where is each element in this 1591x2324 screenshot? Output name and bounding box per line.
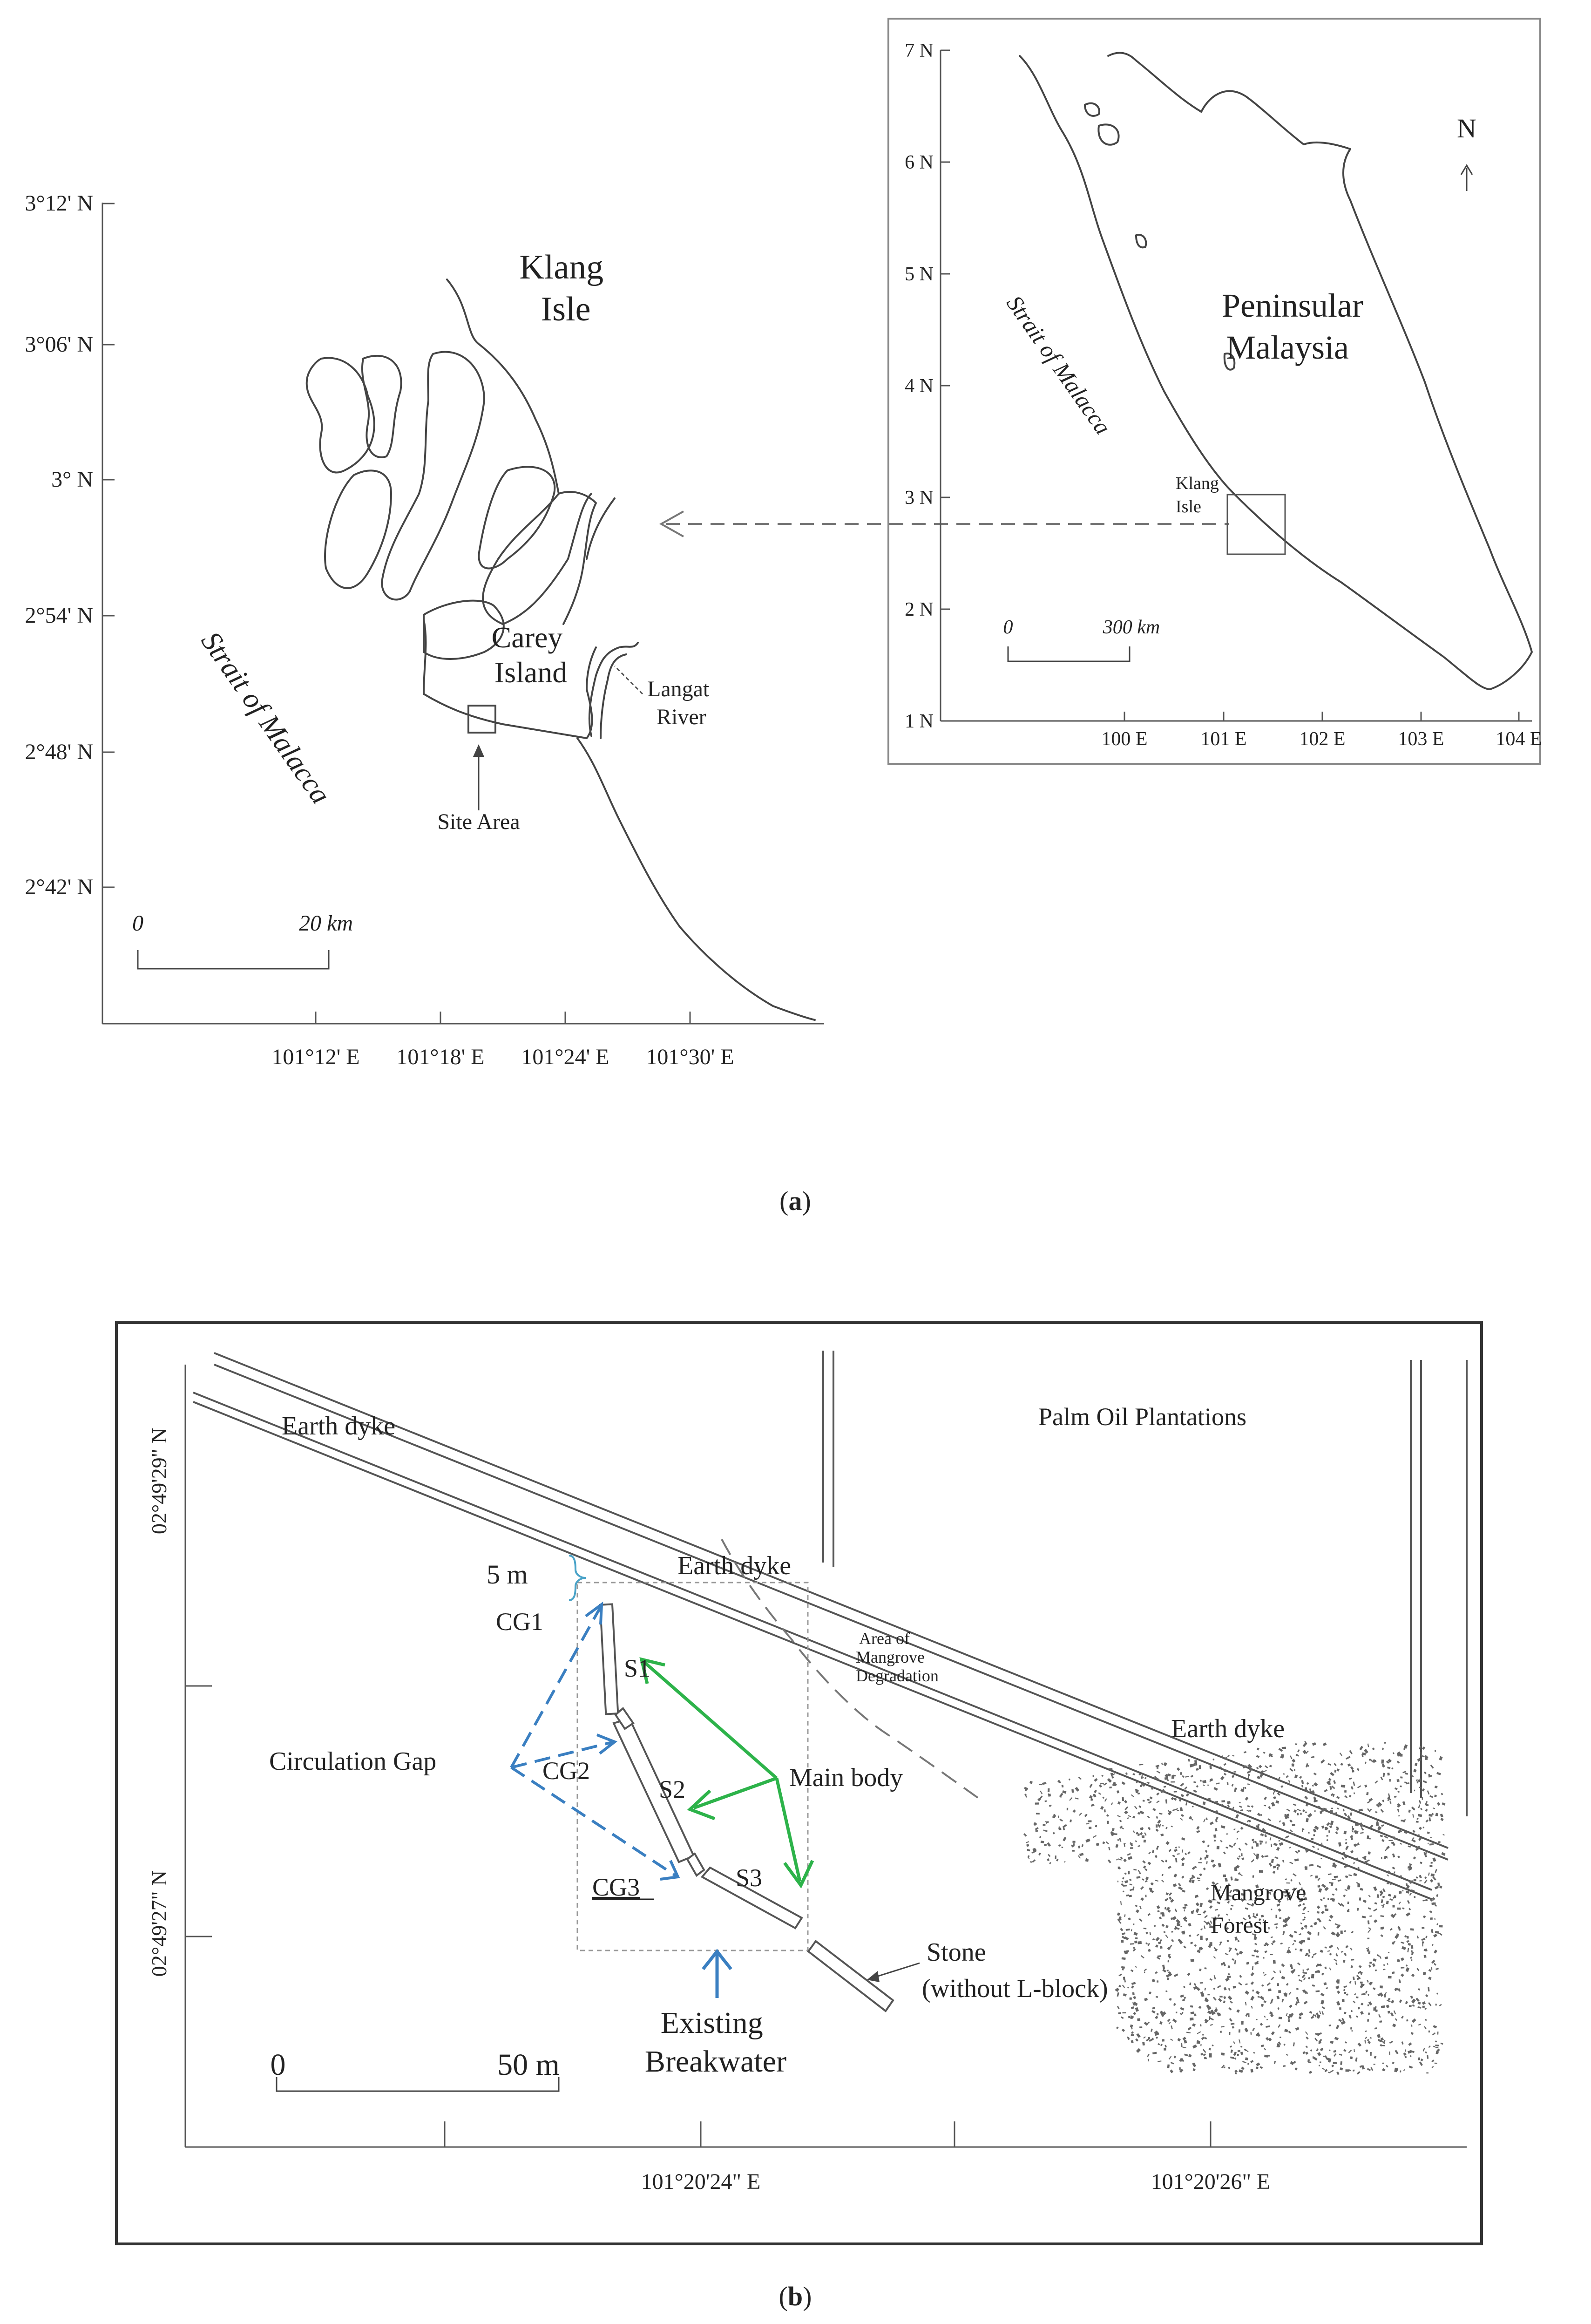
inset-country-label: Peninsular Malaysia <box>1222 287 1372 366</box>
caption-a: (a) <box>779 1186 811 1216</box>
earth-dyke-label-3: Earth dyke <box>1171 1714 1285 1743</box>
lat-tick-label: 2°42' N <box>25 875 93 899</box>
stone-segment <box>807 1940 894 2012</box>
earth-dyke-label-1: Earth dyke <box>282 1412 395 1441</box>
cg1-label: CG1 <box>496 1608 543 1636</box>
svg-text:5 N: 5 N <box>905 264 934 285</box>
site-lon-tick-label: 101°20'24" E <box>641 2169 761 2194</box>
main-body-arrows <box>639 1657 814 1889</box>
segment-s1 <box>599 1603 619 1715</box>
s2-label: S2 <box>659 1775 685 1803</box>
inset-klang-box <box>1226 494 1286 555</box>
langat-pointer <box>614 665 643 695</box>
circulation-gap-arrows <box>510 1606 677 1877</box>
cg2-label: CG2 <box>542 1757 590 1785</box>
site-area-box <box>467 705 496 734</box>
site-frame-outer <box>115 1321 1483 2245</box>
site-scale-bar: 0 50 m <box>271 2048 560 2092</box>
degradation-label: Area of Mangrove Degradation <box>856 1629 939 1685</box>
existing-breakwater-arrow <box>702 1949 732 1998</box>
circulation-gap-label: Circulation Gap <box>269 1747 436 1776</box>
main-body-label: Main body <box>789 1763 903 1792</box>
svg-text:7 N: 7 N <box>905 40 934 61</box>
width-brace <box>569 1555 586 1601</box>
lon-tick-label: 101°18' E <box>396 1045 484 1069</box>
stone-label: Stone (without L-block) <box>922 1938 1108 2003</box>
strait-of-malacca-label: Strait of Malacca <box>195 626 337 809</box>
svg-text:300 km: 300 km <box>1103 617 1160 638</box>
inset-strait-label: Strait of Malacca <box>1002 291 1117 439</box>
lat-tick-label: 3°12' N <box>25 191 93 216</box>
site-area-label: Site Area <box>437 809 520 834</box>
inset-map: 7 N 6 N 5 N 4 N 3 N 2 N 1 N 100 E 101 E … <box>887 18 1542 765</box>
lon-tick-label: 101°24' E <box>521 1045 609 1069</box>
carey-island-label: Carey Island <box>492 621 570 689</box>
site-map: 02°49'29" N 02°49'27" N 101°20'24" E 101… <box>115 1321 1483 2245</box>
peninsula-outline <box>1019 52 1533 690</box>
lon-tick-label: 101°12' E <box>271 1045 359 1069</box>
connector-cg2 <box>614 1707 635 1730</box>
breakwater-segments <box>599 1603 894 2012</box>
svg-text:101 E: 101 E <box>1200 728 1246 750</box>
existing-breakwater-label: Existing Breakwater <box>645 2006 786 2079</box>
inset-connector-arrowhead <box>659 510 684 537</box>
svg-text:0: 0 <box>1003 617 1013 638</box>
svg-text:N: N <box>1457 113 1476 143</box>
svg-text:3 N: 3 N <box>905 487 934 509</box>
regional-coastline <box>305 279 816 1021</box>
svg-text:50 m: 50 m <box>497 2048 560 2082</box>
inset-frame <box>887 18 1541 765</box>
svg-text:102 E: 102 E <box>1299 728 1345 750</box>
svg-text:100 E: 100 E <box>1101 728 1147 750</box>
langat-label: Langat River <box>647 677 715 729</box>
lat-tick-label: 2°54' N <box>25 603 93 628</box>
left-map-lon-ticks: 101°12' E 101°18' E 101°24' E 101°30' E <box>271 1012 734 1069</box>
lat-tick-label: 2°48' N <box>25 740 93 764</box>
inset-klang-label: Klang Isle <box>1176 474 1223 516</box>
scale-start: 0 <box>132 911 143 936</box>
connector-cg3 <box>686 1852 705 1877</box>
s3-label: S3 <box>736 1864 762 1892</box>
svg-text:6 N: 6 N <box>905 152 934 173</box>
svg-text:4 N: 4 N <box>905 375 934 397</box>
width-label: 5 m <box>487 1559 528 1590</box>
mangrove-degradation-boundary <box>721 1539 979 1799</box>
caption-b: (b) <box>779 2281 812 2311</box>
earth-dyke-label-2: Earth dyke <box>677 1551 791 1580</box>
svg-text:2 N: 2 N <box>905 599 934 620</box>
left-map-lat-ticks: 3°12' N 3°06' N 3° N 2°54' N 2°48' N 2°4… <box>25 191 115 899</box>
inset-scale-bar: 0 300 km <box>1003 617 1160 662</box>
site-area-arrowhead <box>473 744 484 757</box>
mangrove-forest-texture <box>1023 1740 1446 2075</box>
site-lat-tick-label: 02°49'27" N <box>147 1870 171 1977</box>
site-lon-tick-label: 101°20'26" E <box>1151 2169 1271 2194</box>
site-lat-tick-label: 02°49'29" N <box>147 1428 171 1534</box>
circulation-gap-arrowheads <box>585 1601 680 1881</box>
lat-tick-label: 3°06' N <box>25 332 93 357</box>
svg-text:0: 0 <box>271 2048 286 2082</box>
inset-lon-ticks: 100 E 101 E 102 E 103 E 104 E <box>1101 712 1542 750</box>
svg-text:103 E: 103 E <box>1398 728 1444 750</box>
svg-text:1 N: 1 N <box>905 711 934 732</box>
klang-isle-label: Klang Isle <box>519 248 612 328</box>
mangrove-forest-label: Mangrove Forest <box>1211 1879 1312 1938</box>
left-map-scale-bar: 0 20 km <box>132 911 353 970</box>
lat-tick-label: 3° N <box>51 467 93 492</box>
s1-label: S1 <box>624 1654 650 1682</box>
earth-dykes <box>193 1351 1468 1900</box>
cg3-label: CG3 <box>592 1873 640 1901</box>
north-arrow-icon: N <box>1457 113 1476 191</box>
lon-tick-label: 101°30' E <box>646 1045 734 1069</box>
stone-pointer <box>870 1962 920 1979</box>
study-area-box <box>576 1582 809 1951</box>
palm-oil-label: Palm Oil Plantations <box>1038 1403 1246 1431</box>
inset-lat-ticks: 7 N 6 N 5 N 4 N 3 N 2 N 1 N <box>905 40 950 732</box>
regional-map: 3°12' N 3°06' N 3° N 2°54' N 2°48' N 2°4… <box>25 191 1229 1069</box>
stone-pointer-arrowhead <box>867 1971 880 1982</box>
svg-text:104 E: 104 E <box>1496 728 1542 750</box>
segment-s3 <box>700 1866 803 1930</box>
scale-end: 20 km <box>299 911 353 936</box>
